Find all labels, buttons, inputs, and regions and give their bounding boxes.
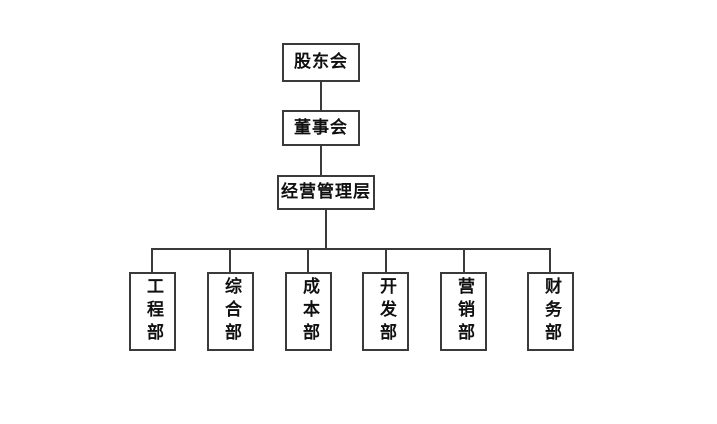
node-department-finance-label: 财务部 <box>541 277 561 346</box>
node-department-development-label: 开发部 <box>376 277 396 346</box>
connector-bus-to-dept-3 <box>307 248 309 272</box>
connector-bus-to-dept-1 <box>151 248 153 272</box>
node-department-cost[interactable]: 成本部 <box>285 272 332 351</box>
node-department-finance[interactable]: 财务部 <box>527 272 574 351</box>
connector-bus <box>151 248 551 250</box>
connector-bus-to-dept-2 <box>229 248 231 272</box>
node-department-marketing[interactable]: 营销部 <box>440 272 487 351</box>
connector-bus-to-dept-5 <box>463 248 465 272</box>
node-department-marketing-label: 营销部 <box>454 277 474 346</box>
node-department-engineering-label: 工程部 <box>143 277 163 346</box>
node-shareholders[interactable]: 股东会 <box>282 43 360 82</box>
node-board-label: 董事会 <box>294 117 348 138</box>
node-shareholders-label: 股东会 <box>294 52 348 72</box>
connector-board-to-management <box>320 146 322 175</box>
connector-bus-to-dept-6 <box>549 248 551 272</box>
node-department-engineering[interactable]: 工程部 <box>129 272 176 351</box>
node-department-general-affairs-label: 综合部 <box>221 277 241 346</box>
connector-management-to-bus <box>325 210 327 248</box>
connector-bus-to-dept-4 <box>385 248 387 272</box>
node-management-label: 经营管理层 <box>281 182 371 202</box>
node-department-development[interactable]: 开发部 <box>362 272 409 351</box>
node-department-cost-label: 成本部 <box>299 277 319 346</box>
node-board[interactable]: 董事会 <box>282 110 360 146</box>
node-management[interactable]: 经营管理层 <box>277 175 375 210</box>
connector-shareholders-to-board <box>320 82 322 110</box>
node-department-general-affairs[interactable]: 综合部 <box>207 272 254 351</box>
